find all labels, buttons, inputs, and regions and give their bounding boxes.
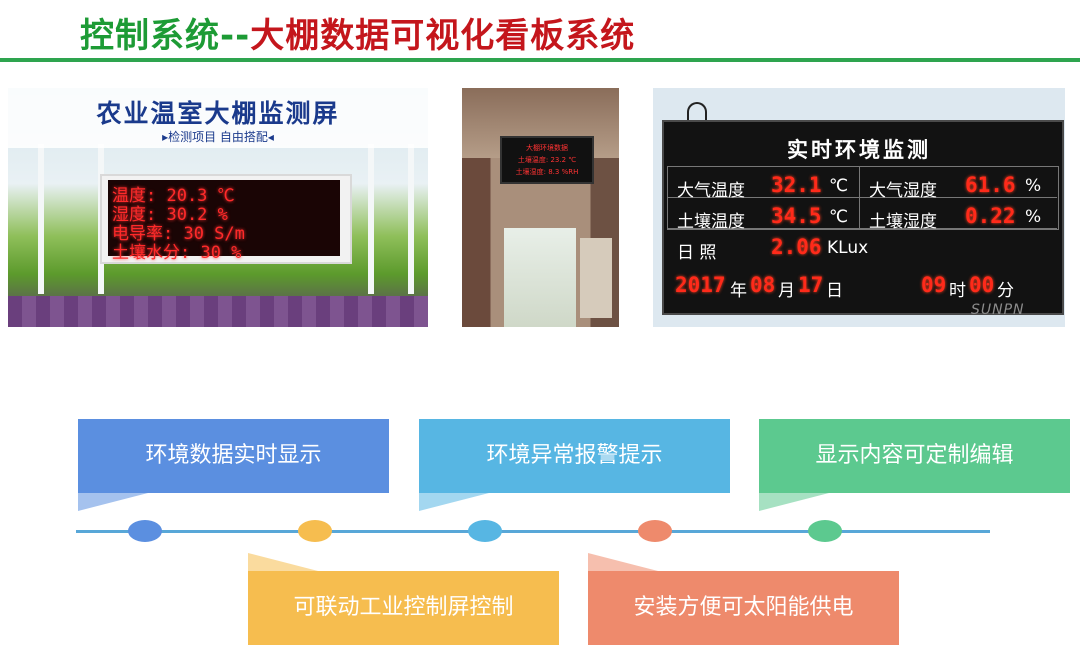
soil-temp-value: 34.5 bbox=[771, 204, 822, 228]
corridor-led-line: 土壤温度: 23.2 ℃ bbox=[517, 156, 577, 164]
title-part-system: 大棚数据可视化看板系统 bbox=[250, 16, 636, 56]
callout-tail bbox=[78, 493, 148, 511]
feature-box-realtime-display: 环境数据实时显示 bbox=[78, 419, 389, 493]
soil-humidity-unit: % bbox=[1025, 207, 1042, 227]
air-humidity-label: 大气湿度 bbox=[869, 181, 937, 201]
monitor-grid bbox=[667, 166, 1059, 230]
header-divider bbox=[0, 58, 1080, 62]
sunlight-unit: KLux bbox=[827, 238, 869, 258]
greenhouse-photo: 农业温室大棚监测屏 ▸检测项目 自由搭配◂ 温度: 20.3 ℃ 湿度: 30.… bbox=[8, 88, 428, 327]
timeline-dot bbox=[298, 520, 332, 542]
corridor-photo: 大棚环境数据 土壤温度: 23.2 ℃ 土壤湿度: 8.3 %RH bbox=[462, 88, 619, 327]
air-temp-value: 32.1 bbox=[771, 173, 822, 197]
monitor-board-title: 实时环境监测 bbox=[787, 138, 931, 162]
grid-divider bbox=[667, 197, 1057, 198]
callout-tail bbox=[759, 493, 829, 511]
time-minute-unit: 分 bbox=[997, 281, 1014, 301]
callout-tail bbox=[248, 553, 318, 571]
title-part-control: 控制系统-- bbox=[80, 16, 251, 56]
feature-box-custom-content: 显示内容可定制编辑 bbox=[759, 419, 1070, 493]
feature-label-solar-power: 安装方便可太阳能供电 bbox=[633, 595, 854, 620]
time-hour-value: 09 bbox=[921, 273, 947, 297]
led-line-temperature: 温度: 20.3 ℃ bbox=[112, 186, 235, 206]
greenhouse-banner-title: 农业温室大棚监测屏 bbox=[96, 99, 340, 128]
timeline-dot bbox=[128, 520, 162, 542]
air-humidity-value: 61.6 bbox=[965, 173, 1016, 197]
led-line-humidity: 湿度: 30.2 % bbox=[112, 205, 228, 225]
time-hour-unit: 时 bbox=[949, 281, 966, 301]
date-year-value: 2017 bbox=[675, 273, 726, 297]
feature-label-custom-content: 显示内容可定制编辑 bbox=[815, 443, 1014, 468]
date-day-value: 17 bbox=[798, 273, 824, 297]
date-year-unit: 年 bbox=[730, 281, 747, 301]
feature-label-alarm: 环境异常报警提示 bbox=[486, 443, 663, 468]
timeline-axis bbox=[76, 530, 990, 533]
soil-temp-unit: ℃ bbox=[829, 207, 849, 227]
callout-tail bbox=[588, 553, 658, 571]
corridor-led-screen: 大棚环境数据 土壤温度: 23.2 ℃ 土壤湿度: 8.3 %RH bbox=[500, 136, 594, 184]
greenhouse-post bbox=[408, 144, 414, 294]
greenhouse-post bbox=[38, 144, 44, 294]
corridor-led-line: 土壤湿度: 8.3 %RH bbox=[515, 168, 579, 176]
soil-temp-label: 土壤温度 bbox=[677, 212, 745, 232]
corridor-led-title: 大棚环境数据 bbox=[526, 144, 568, 152]
greenhouse-post bbox=[368, 144, 374, 294]
air-temp-unit: ℃ bbox=[829, 176, 849, 196]
date-month-unit: 月 bbox=[778, 281, 795, 301]
timeline-dot bbox=[808, 520, 842, 542]
corridor-door bbox=[504, 228, 576, 327]
greenhouse-banner-subtitle: ▸检测项目 自由搭配◂ bbox=[162, 130, 274, 144]
grid-divider bbox=[667, 228, 1057, 229]
brand-watermark: SUNPN bbox=[971, 302, 1025, 318]
sunlight-label: 日 照 bbox=[677, 243, 717, 263]
timeline-dot bbox=[468, 520, 502, 542]
time-minute-value: 00 bbox=[969, 273, 995, 297]
greenhouse-banner bbox=[8, 88, 428, 148]
monitor-board-photo: 实时环境监测 大气温度 32.1 ℃ 大气湿度 61.6 % 土壤温度 34.5… bbox=[653, 88, 1065, 327]
air-humidity-unit: % bbox=[1025, 176, 1042, 196]
hanging-hook-icon bbox=[687, 102, 707, 124]
feature-box-industrial-control: 可联动工业控制屏控制 bbox=[248, 571, 559, 645]
led-line-conductivity: 电导率: 30 S/m bbox=[112, 224, 245, 244]
sunlight-value: 2.06 bbox=[771, 235, 822, 259]
monitor-board bbox=[662, 120, 1064, 315]
air-temp-label: 大气温度 bbox=[677, 181, 745, 201]
date-month-value: 08 bbox=[750, 273, 776, 297]
led-screen bbox=[108, 180, 340, 256]
feature-label-industrial-control: 可联动工业控制屏控制 bbox=[293, 595, 514, 620]
plant-rows bbox=[8, 296, 428, 327]
feature-box-alarm: 环境异常报警提示 bbox=[419, 419, 730, 493]
date-day-unit: 日 bbox=[826, 281, 843, 301]
feature-box-solar-power: 安装方便可太阳能供电 bbox=[588, 571, 899, 645]
soil-humidity-label: 土壤湿度 bbox=[869, 212, 937, 232]
callout-tail bbox=[419, 493, 489, 511]
feature-label-realtime-display: 环境数据实时显示 bbox=[145, 443, 322, 468]
led-line-soil-moisture: 土壤水分: 30 % bbox=[112, 243, 242, 263]
soil-humidity-value: 0.22 bbox=[965, 204, 1016, 228]
corridor-cabinet bbox=[580, 238, 612, 318]
timeline-dot bbox=[638, 520, 672, 542]
page-title: 控制系统--大棚数据可视化看板系统 bbox=[80, 8, 635, 57]
